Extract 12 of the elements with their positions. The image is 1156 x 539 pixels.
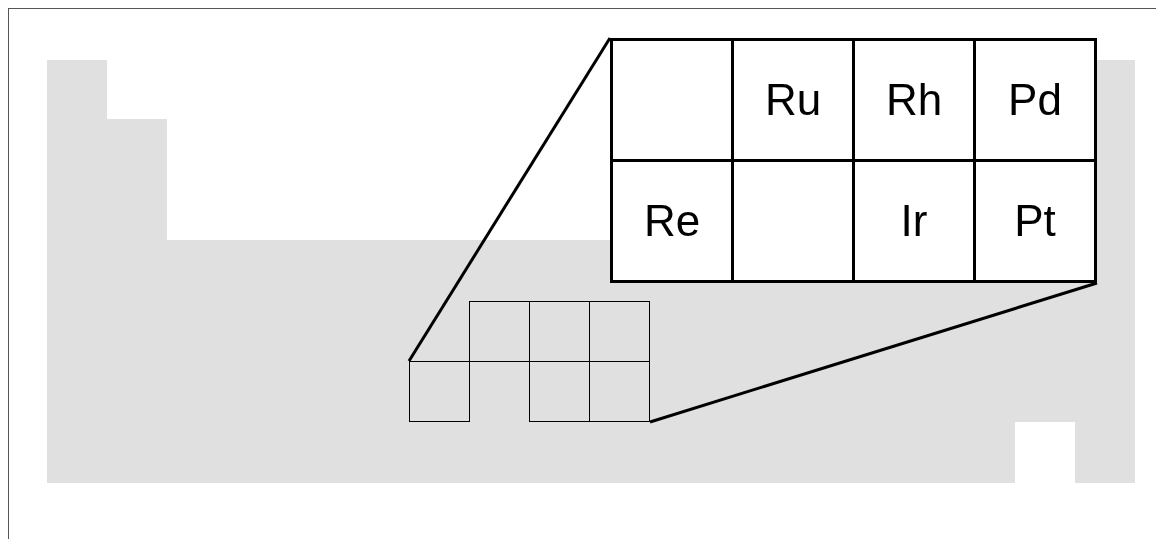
element-cell: Ru (734, 41, 852, 159)
element-cell: Ir (855, 162, 973, 280)
empty-cell (734, 162, 852, 280)
element-cell: Pt (976, 162, 1094, 280)
element-cell: Pd (976, 41, 1094, 159)
highlighted-cell-group (409, 301, 650, 422)
empty-cell (613, 41, 731, 159)
element-cell: Rh (855, 41, 973, 159)
element-cell: Re (613, 162, 731, 280)
zoom-line (407, 37, 612, 362)
zoomed-element-table (610, 38, 1097, 283)
zoom-line (649, 281, 1098, 424)
